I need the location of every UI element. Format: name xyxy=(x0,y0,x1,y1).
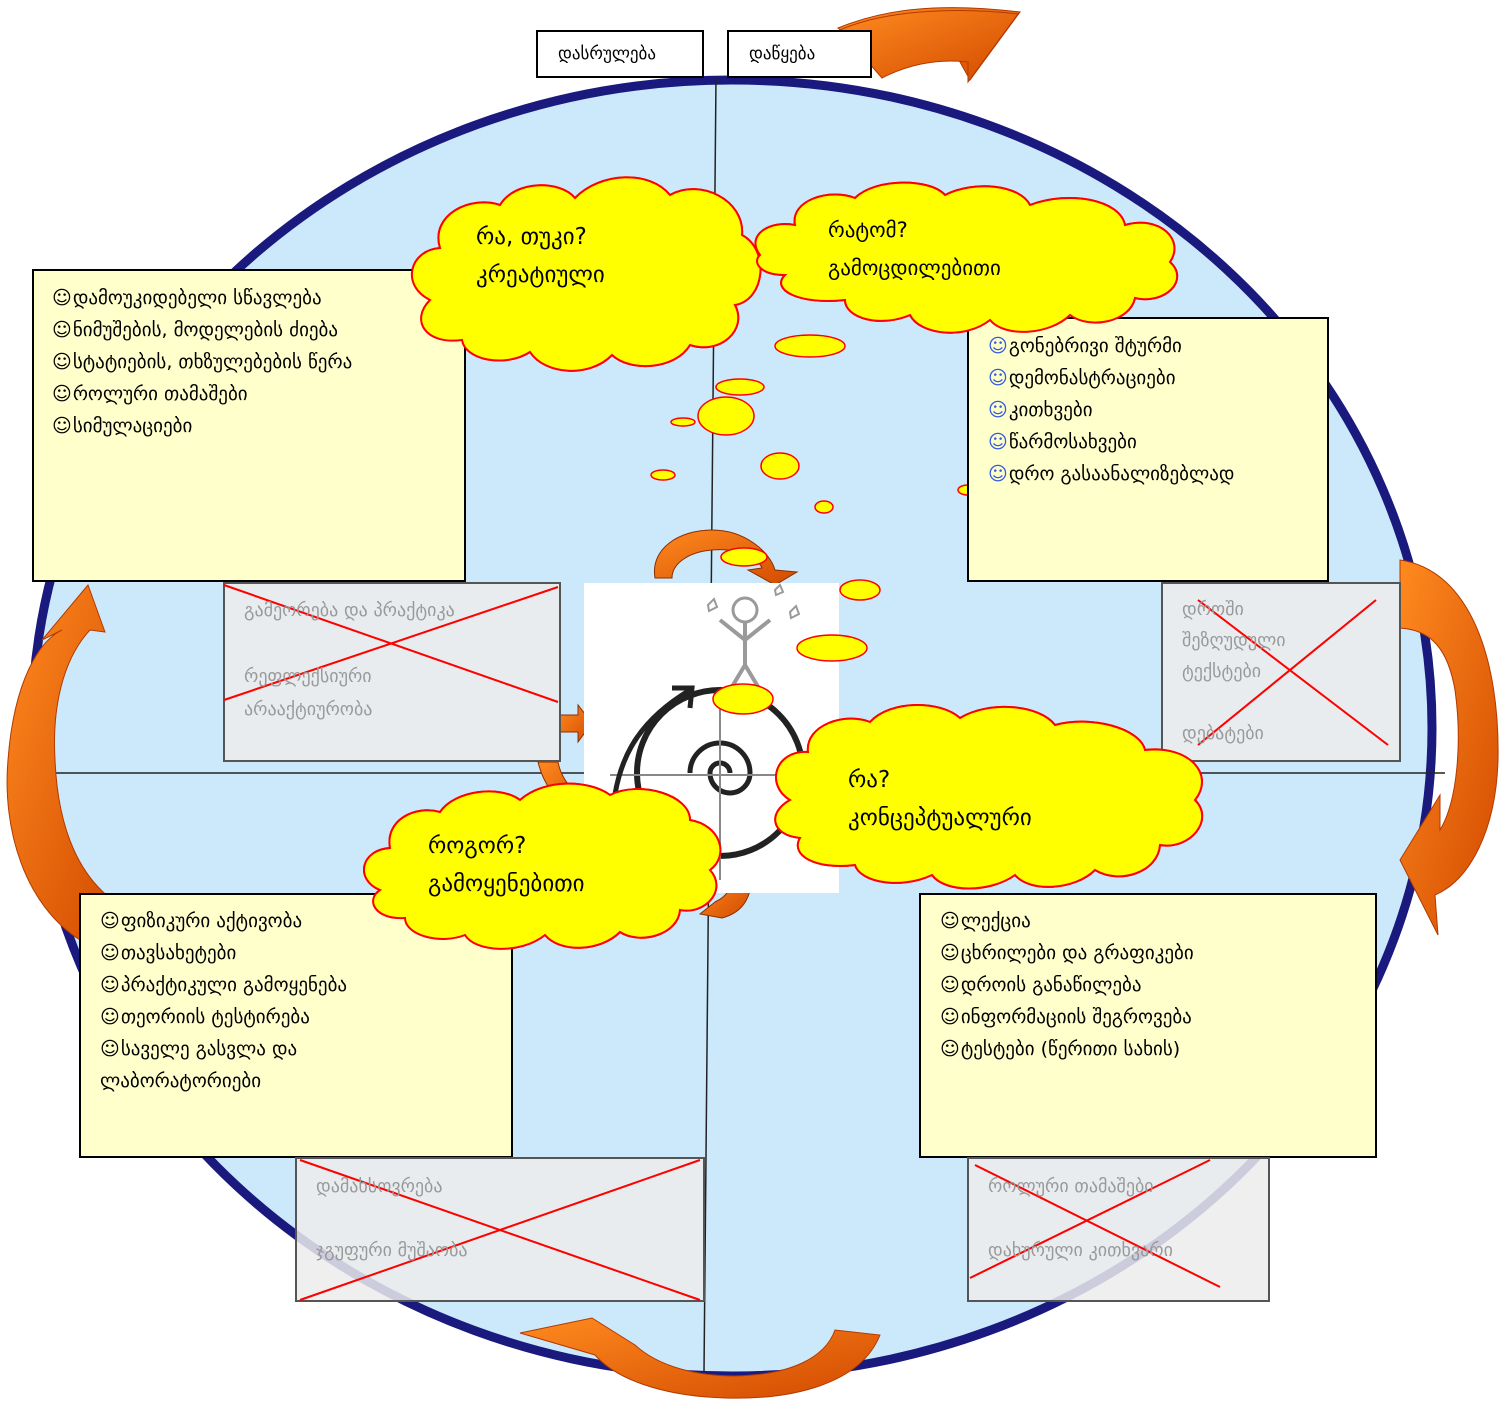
smiley-icon: ☺ xyxy=(940,1038,960,1060)
list-item: ☺ფიზიკური აქტივობა xyxy=(100,910,303,932)
list-item: ☺წარმოსახვები xyxy=(988,431,1137,453)
list-top-left: ☺დამოუკიდებელი სწავლება ☺ნიმუშების, მოდე… xyxy=(52,282,352,442)
arrow-right-icon xyxy=(1399,559,1499,936)
cloud-text-bottom-right: რა? კონცეპტუალური xyxy=(848,767,1032,831)
arrow-top-icon-body xyxy=(839,10,1019,84)
list-top-right: ☺გონებრივი შტურმი ☺დემონასტრაციები ☺კითხ… xyxy=(988,330,1234,490)
box-bottom-right xyxy=(919,893,1377,1158)
start-label: დაწყება xyxy=(727,30,872,78)
end-label: დასრულება xyxy=(536,30,704,78)
cloud-text-top-left: რა, თუკი? კრეატიული xyxy=(476,224,605,288)
list-item: ☺ნიმუშების, მოდელების ძიება xyxy=(52,319,339,341)
smiley-icon: ☺ xyxy=(52,415,72,437)
arrow-bottom-icon xyxy=(519,1317,881,1399)
list-item: ☺როლური თამაშები xyxy=(52,383,248,405)
smiley-icon: ☺ xyxy=(100,910,120,932)
box-top-right xyxy=(967,317,1329,582)
list-item: ☺ცხრილები და გრაფიკები xyxy=(940,942,1194,964)
thought-bubbles xyxy=(650,334,979,715)
cloud-text-bottom-left: როგორ? გამოყენებითი xyxy=(428,833,585,897)
smiley-icon: ☺ xyxy=(988,431,1008,453)
list-item: ლაბორატორიები xyxy=(100,1070,262,1092)
list-item: ☺პრაქტიკული გამოყენება xyxy=(100,974,348,996)
list-item: ☺სტატიების, თხზულებების წერა xyxy=(52,351,353,373)
box-top-left xyxy=(32,269,466,582)
smiley-icon: ☺ xyxy=(940,942,960,964)
list-item: ☺გონებრივი შტურმი xyxy=(988,335,1182,357)
smiley-icon: ☺ xyxy=(940,1006,960,1028)
list-item: ☺სიმულაციები xyxy=(52,415,193,437)
list-item: ☺თეორიის ტესტირება xyxy=(100,1006,310,1028)
crossed-list-top-left: გამეორება და პრაქტიკა რეფლექსიური არააქტ… xyxy=(244,600,455,720)
list-item: ☺დემონასტრაციები xyxy=(988,367,1176,389)
crossed-list-bottom-left: დამახსოვრება ჯგუფური მუშაობა xyxy=(316,1176,468,1261)
cloud-text-top-right: რატომ? გამოცდილებითი xyxy=(828,218,1001,280)
smiley-icon: ☺ xyxy=(988,367,1008,389)
smiley-icon: ☺ xyxy=(940,910,960,932)
list-item: ☺ლექცია xyxy=(940,910,1031,932)
smiley-icon: ☺ xyxy=(52,383,72,405)
list-item: ☺დრო გასაანალიზებლად xyxy=(988,463,1235,485)
list-item: ☺დამოუკიდებელი სწავლება xyxy=(52,287,322,309)
smiley-icon: ☺ xyxy=(100,974,120,996)
smiley-icon: ☺ xyxy=(52,351,72,373)
crossed-list-bottom-right: როლური თამაშები დახურული კითხვარი xyxy=(988,1176,1173,1261)
smiley-icon: ☺ xyxy=(940,974,960,996)
crossed-list-top-right: დროში შეზღუდული ტექსტები დებატები xyxy=(1182,599,1286,744)
list-item: ☺თავსახეტები xyxy=(100,942,237,964)
list-item: ☺დროის განაწილება xyxy=(940,974,1142,996)
smiley-icon: ☺ xyxy=(52,287,72,309)
smiley-icon: ☺ xyxy=(52,319,72,341)
arrow-left-icon xyxy=(6,584,121,941)
list-bottom-right: ☺ლექცია ☺ცხრილები და გრაფიკები ☺დროის გა… xyxy=(940,905,1194,1065)
inner-arrow-top-icon xyxy=(654,529,799,586)
smiley-icon: ☺ xyxy=(100,1006,120,1028)
list-bottom-left: ☺ფიზიკური აქტივობა ☺თავსახეტები ☺პრაქტიკ… xyxy=(100,905,347,1097)
smiley-icon: ☺ xyxy=(100,1038,120,1060)
list-item: ☺კითხვები xyxy=(988,399,1093,421)
smiley-icon: ☺ xyxy=(988,335,1008,357)
list-item: ☺საველე გასვლა და xyxy=(100,1038,298,1060)
smiley-icon: ☺ xyxy=(988,463,1008,485)
list-item: ☺ინფორმაციის შეგროვება xyxy=(940,1006,1192,1028)
smiley-icon: ☺ xyxy=(100,942,120,964)
list-item: ☺ტესტები (წერითი სახის) xyxy=(940,1038,1181,1060)
smiley-icon: ☺ xyxy=(988,399,1008,421)
